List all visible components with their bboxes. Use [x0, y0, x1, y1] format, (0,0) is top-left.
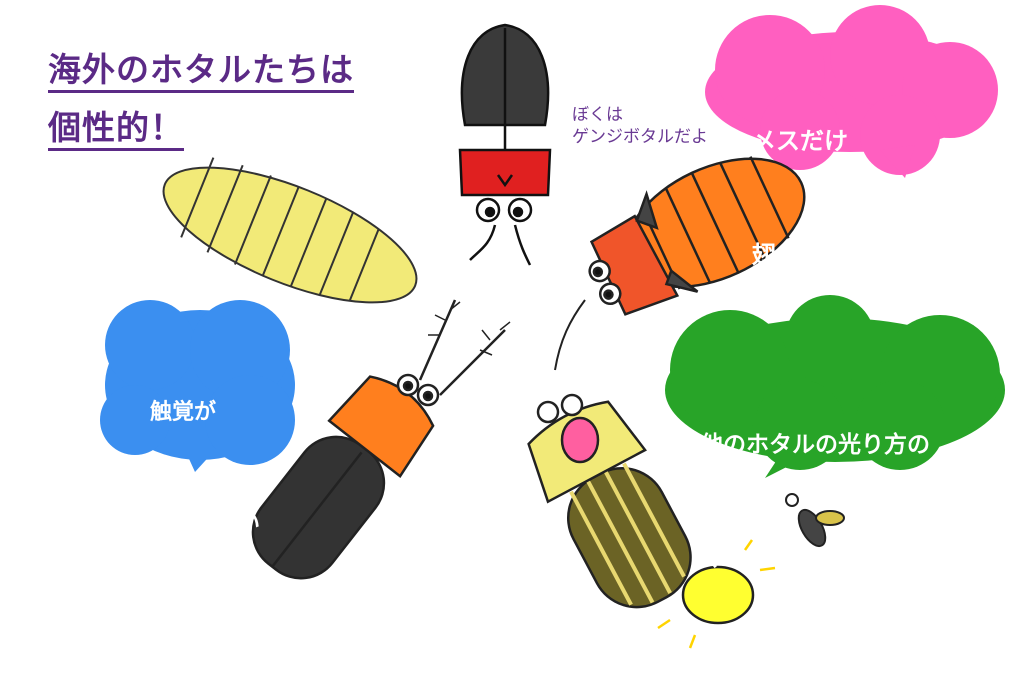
pink-bubble-text: メスだけ 翅が小さくなるの [752, 46, 944, 312]
blue-bubble-text: 触覚が 羽毛みたい なんだ [150, 320, 260, 690]
blue-bubble-line-3: なんだ [150, 622, 217, 647]
genji-speech-line-2: ゲンジボタルだよ [572, 127, 708, 147]
pink-bubble-line-2: 翅が小さくなるの [752, 241, 944, 269]
feather-antenna-firefly [251, 299, 511, 580]
striped-mimic-firefly [527, 393, 755, 625]
green-bubble-text: 他のホタルの光り方の マネをするぞ〜 [700, 350, 930, 616]
glow-lines [657, 539, 776, 649]
yellow-larva [162, 157, 418, 304]
small-firefly [785, 493, 845, 548]
blue-speech-bubble [100, 300, 295, 472]
blue-bubble-line-2: 羽毛みたい [150, 511, 261, 536]
blue-bubble-line-1: 触覚が [150, 400, 217, 425]
genji-firefly [458, 23, 552, 266]
green-bubble-line-1: 他のホタルの光り方の [700, 432, 930, 458]
pink-bubble-line-1: メスだけ [752, 127, 848, 155]
title-line-2: 個性的！ [48, 108, 184, 151]
pink-speech-bubble [705, 5, 998, 178]
title-line-1: 海外のホタルたちは [48, 50, 354, 93]
genji-speech-line-1: ぼくは [572, 105, 623, 125]
green-bubble-line-2: マネをするぞ〜 [700, 546, 861, 572]
genji-speech: ぼくは ゲンジボタルだよ [572, 104, 708, 148]
orange-female-firefly [588, 156, 806, 316]
green-speech-bubble [665, 295, 1005, 478]
